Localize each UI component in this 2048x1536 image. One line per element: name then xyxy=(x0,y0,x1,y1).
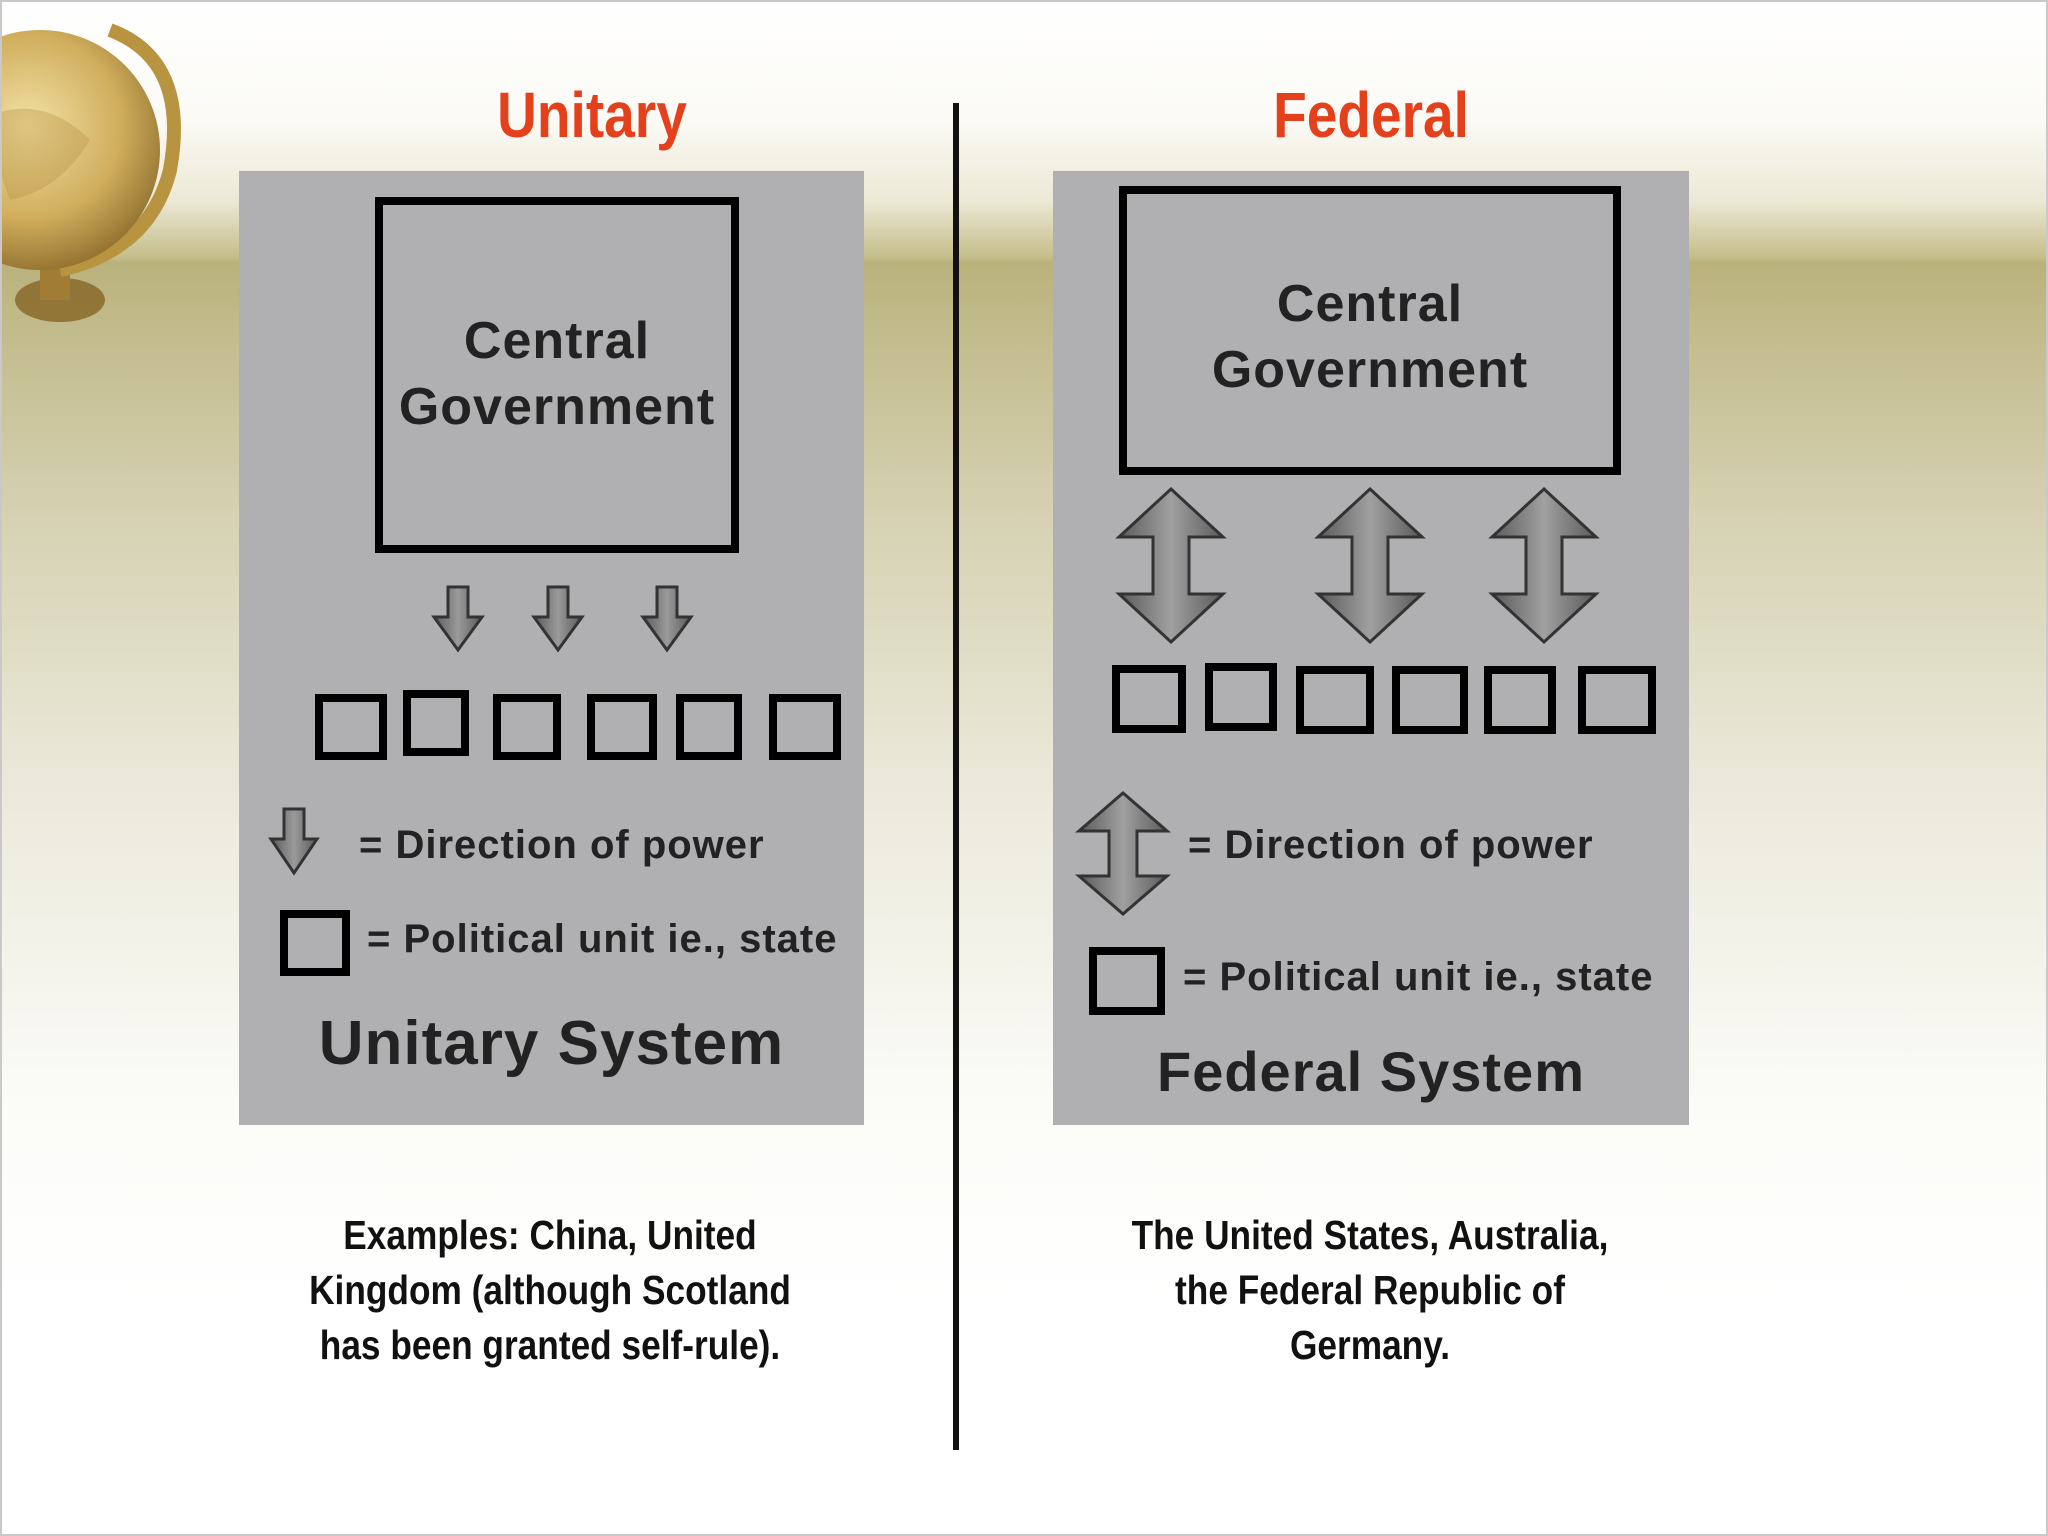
federal-legend-direction: = Direction of power xyxy=(1188,823,1594,867)
double-arrow-3 xyxy=(1488,486,1600,645)
column-divider xyxy=(953,103,959,1450)
double-arrow-1 xyxy=(1115,486,1227,645)
legend-unit-square-icon xyxy=(1089,947,1165,1015)
unitary-box-label: Central Government xyxy=(398,312,716,436)
political-unit-6 xyxy=(1578,666,1656,734)
political-unit-2 xyxy=(1205,663,1277,731)
down-arrow-1 xyxy=(431,585,485,653)
down-arrow-2 xyxy=(531,585,585,653)
double-arrow-2 xyxy=(1314,486,1426,645)
down-arrow-3 xyxy=(640,585,694,653)
federal-system-title: Federal System xyxy=(1157,1040,1585,1103)
political-unit-1 xyxy=(1112,665,1186,733)
federal-examples: The United States, Australia, the Federa… xyxy=(1131,1212,1609,1368)
political-unit-3 xyxy=(1296,666,1374,734)
political-unit-5 xyxy=(676,694,742,760)
federal-box-label: Central Government xyxy=(1211,275,1529,399)
federal-title: Federal xyxy=(1273,79,1469,151)
political-unit-2 xyxy=(403,690,469,756)
federal-legend-unit: = Political unit ie., state xyxy=(1183,955,1654,999)
political-unit-4 xyxy=(587,694,657,760)
political-unit-6 xyxy=(769,694,841,760)
unitary-legend-direction: = Direction of power xyxy=(359,823,765,867)
unitary-examples: Examples: China, United Kingdom (althoug… xyxy=(309,1212,791,1368)
unitary-title: Unitary xyxy=(497,79,687,151)
unitary-legend-unit: = Political unit ie., state xyxy=(367,917,838,961)
globe-icon xyxy=(0,23,181,322)
political-unit-5 xyxy=(1484,666,1556,734)
unitary-diagram-panel: Central Government = Direction of power … xyxy=(239,171,864,1125)
unitary-system-title: Unitary System xyxy=(318,1009,785,1078)
federal-diagram-panel: Central Government = Direction of power … xyxy=(1053,171,1689,1125)
legend-down-arrow-icon xyxy=(268,807,320,876)
legend-double-arrow-icon xyxy=(1074,791,1172,916)
central-government-box xyxy=(375,197,739,553)
political-unit-1 xyxy=(315,694,387,760)
legend-unit-square-icon xyxy=(280,910,350,976)
political-unit-3 xyxy=(493,694,561,760)
central-government-box xyxy=(1119,186,1621,475)
political-unit-4 xyxy=(1392,666,1468,734)
